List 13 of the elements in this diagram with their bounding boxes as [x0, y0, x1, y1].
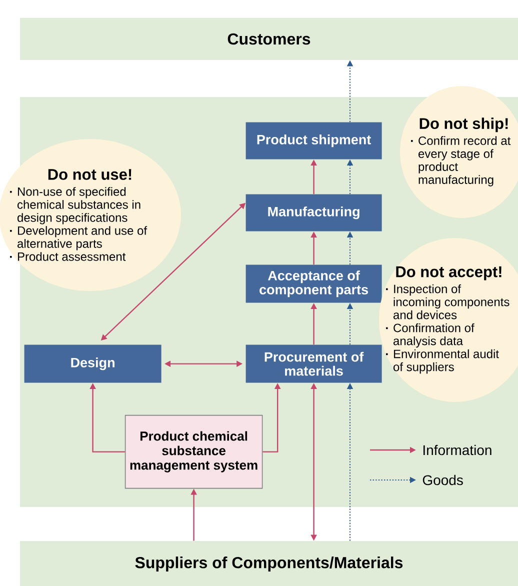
legend-label: Information [423, 444, 492, 456]
process-box: Acceptance of component parts [246, 264, 382, 303]
group-band: Suppliers of Components/Materials [20, 541, 518, 586]
process-box: Design [24, 344, 162, 383]
process-box: Procurement of materials [246, 344, 382, 383]
group-band: Customers [20, 18, 518, 60]
legend-label: Goods [422, 474, 463, 486]
note-bubble: Do not use! Non-use of specified chemical substances in design specifications Development and use of alternative parts Product assessment [0, 139, 181, 291]
process-box: Product shipment [246, 122, 382, 160]
note-bubble: Do not accept! Inspection of incoming components and devices Confirmation of analysis data Environmental audit of suppliers [379, 238, 518, 402]
system-box: Product chemical substance management system [124, 414, 263, 489]
process-box: Manufacturing [246, 194, 382, 232]
note-bubble: Do not ship! Confirm record at every stage of product manufacturing [400, 86, 518, 218]
